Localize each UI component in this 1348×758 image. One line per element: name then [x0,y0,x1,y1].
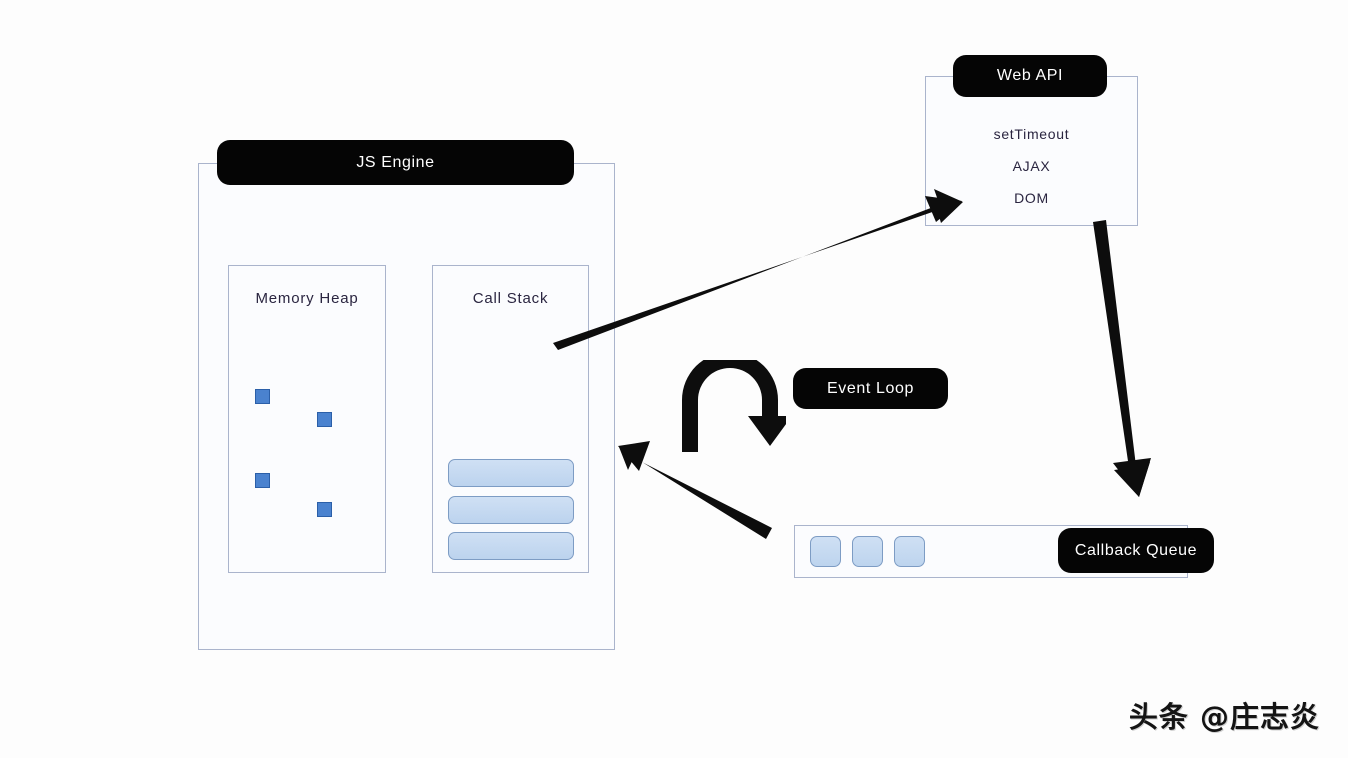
call-stack-label: Call Stack [472,290,549,307]
callback-queue-label-text: Callback Queue [1074,541,1198,559]
call-stack-panel [432,265,589,573]
memory-heap-panel [228,265,386,573]
callback-queue-item [894,536,925,567]
call-stack-frame [448,459,574,487]
arrow-web-api-to-callback-queue [1093,220,1151,497]
memory-heap-object [255,473,270,488]
call-stack-frame [448,496,574,524]
memory-heap-object [317,412,332,427]
js-engine-label: JS Engine [217,140,574,185]
event-loop-label-text: Event Loop [827,379,914,397]
web-api-item-dom: DOM [1014,190,1049,206]
callback-queue-label: Callback Queue [1058,528,1214,573]
event-loop-label: Event Loop [793,368,948,409]
callback-queue-item [810,536,841,567]
web-api-label: Web API [953,55,1107,97]
web-api-item-ajax: AJAX [1012,158,1051,174]
memory-heap-label: Memory Heap [255,290,359,307]
js-engine-label-text: JS Engine [356,153,435,171]
web-api-item-settimeout: setTimeout [993,126,1070,142]
memory-heap-object [255,389,270,404]
arrow-callback-queue-to-call-stack [618,441,772,539]
web-api-item-list: setTimeout AJAX DOM [925,126,1138,206]
memory-heap-object [317,502,332,517]
u-turn-arrow-icon [682,360,786,452]
watermark: 头条 @庄志炎 [1128,700,1320,734]
callback-queue-item [852,536,883,567]
web-api-label-text: Web API [996,67,1064,84]
call-stack-frame [448,532,574,560]
